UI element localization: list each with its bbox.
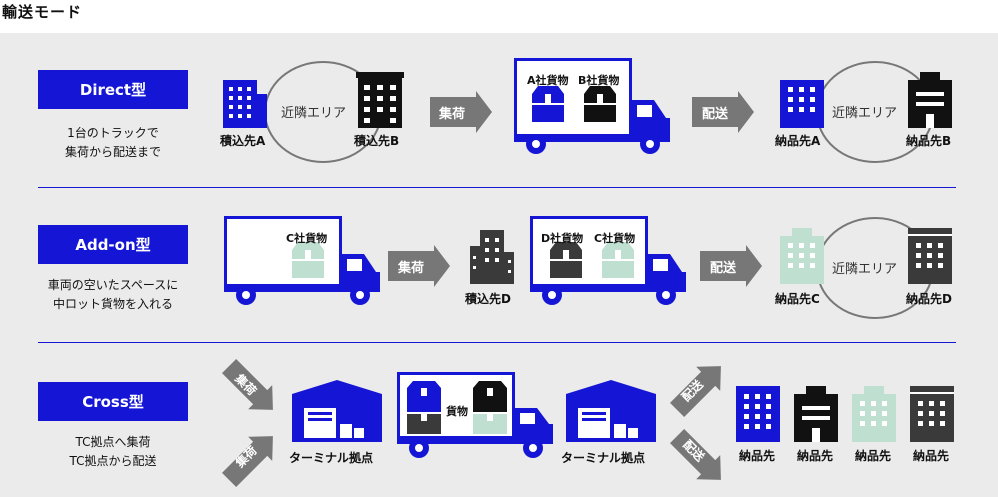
near-area-label: 近隣エリア (281, 106, 347, 121)
desc-line: 1台のトラックで (67, 126, 159, 140)
warehouse-icon (566, 380, 656, 442)
warehouse-icon (292, 380, 382, 442)
mode-label-addon: Add-on型 (38, 225, 188, 264)
desc-line: 集荷から配送まで (64, 145, 161, 159)
desc-line: 中ロット貨物を入れる (52, 297, 173, 311)
building-icon (780, 228, 824, 284)
dest-2-label: 納品先 (797, 449, 834, 463)
cargo-c-label: C社貨物 (286, 232, 328, 245)
building-icon (910, 386, 954, 442)
arrow-icon (430, 91, 492, 133)
truck-icon (530, 216, 686, 305)
mode-label-cross: Cross型 (38, 382, 188, 421)
building-icon (780, 80, 824, 128)
collect-label: 集荷 (439, 107, 466, 122)
diagonal-arrow-icon (222, 436, 273, 487)
truck-icon (224, 216, 380, 305)
dest-3-label: 納品先 (855, 449, 892, 463)
dest-c-label: 納品先C (775, 292, 820, 306)
origin-b-label: 積込先B (354, 134, 400, 148)
origin-a-label: 積込先A (220, 134, 266, 148)
dest-1-label: 納品先 (739, 449, 776, 463)
deliver-label: 配送 (702, 107, 729, 122)
terminal-1-label: ターミナル拠点 (289, 451, 374, 465)
truck-icon (514, 58, 670, 154)
mode-label-direct: Direct型 (38, 70, 188, 109)
building-icon (223, 80, 267, 128)
arrow-icon (700, 245, 762, 287)
cargo-c2-label: C社貨物 (594, 232, 636, 245)
near-area-label: 近隣エリア (832, 106, 898, 121)
near-area-label: 近隣エリア (832, 262, 898, 277)
origin-d-label: 積込先D (465, 292, 511, 306)
mode-desc-cross: TC拠点へ集荷 TC拠点から配送 (28, 433, 198, 471)
building-icon (356, 72, 404, 128)
building-icon (852, 386, 896, 442)
dest-4-label: 納品先 (913, 449, 950, 463)
desc-line: 車両の空いたスペースに (47, 278, 179, 292)
cargo-b-label: B社貨物 (578, 74, 620, 87)
building-icon (794, 386, 838, 442)
divider (38, 342, 956, 343)
diagonal-arrow-icon (670, 429, 721, 480)
truck-icon (397, 372, 553, 458)
cargo-a-label: A社貨物 (527, 74, 569, 87)
deliver-label: 配送 (710, 261, 737, 276)
desc-line: TC拠点へ集荷 (75, 435, 151, 449)
dest-d-label: 納品先D (906, 292, 952, 306)
divider (38, 187, 956, 188)
building-icon (908, 228, 952, 284)
collect-label: 集荷 (398, 261, 425, 276)
dest-a-label: 納品先A (775, 134, 821, 148)
desc-line: TC拠点から配送 (69, 454, 157, 468)
dest-b-label: 納品先B (906, 134, 952, 148)
cargo-label: 貨物 (446, 405, 468, 418)
terminal-2-label: ターミナル拠点 (561, 451, 646, 465)
cargo-d-label: D社貨物 (541, 232, 584, 245)
mode-desc-direct: 1台のトラックで 集荷から配送まで (28, 124, 198, 162)
building-icon (908, 72, 952, 128)
diagonal-arrow-icon (222, 359, 273, 410)
page-title: 輸送モード (2, 3, 83, 21)
arrow-icon (388, 245, 450, 287)
building-icon (736, 386, 780, 442)
arrow-icon (692, 91, 754, 133)
mode-desc-addon: 車両の空いたスペースに 中ロット貨物を入れる (28, 276, 198, 314)
diagonal-arrow-icon (670, 366, 721, 417)
building-icon (470, 230, 514, 284)
